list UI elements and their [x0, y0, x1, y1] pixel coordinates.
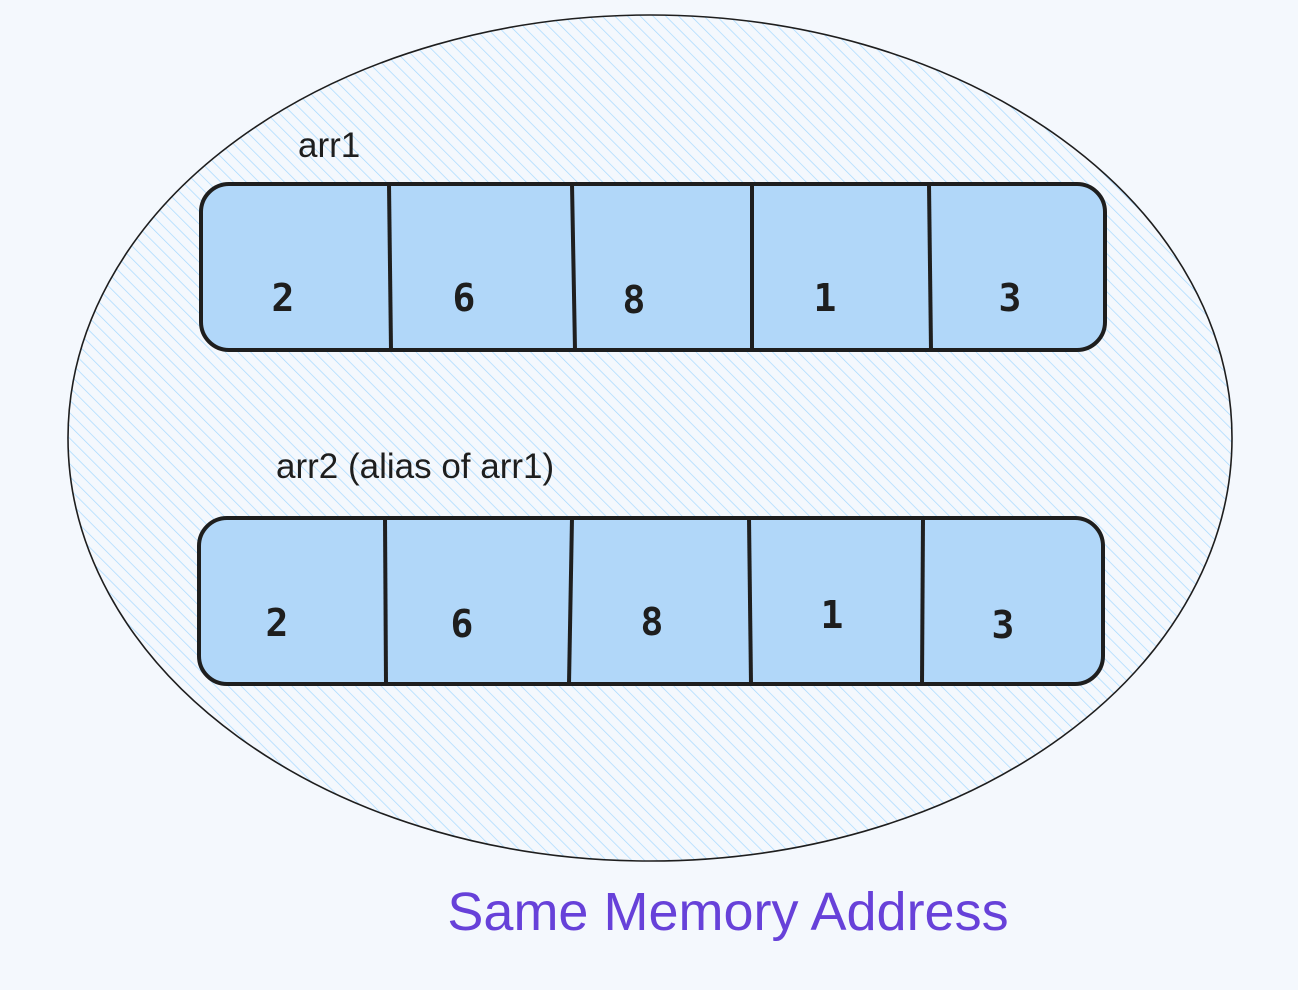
arr1-label: arr1: [298, 126, 360, 165]
arr1-cell-1-value: 6: [453, 276, 476, 320]
cell-divider: [920, 517, 925, 685]
memory-region-ellipse: [67, 14, 1233, 862]
array-frame: [197, 516, 1105, 686]
arr2-cell-2-value: 8: [641, 600, 664, 644]
array-frame: [199, 182, 1107, 352]
arr2-cell-4-value: 3: [992, 603, 1015, 647]
memory-address-caption: Same Memory Address: [447, 882, 1008, 942]
arr2-cell-1-value: 6: [451, 602, 474, 646]
arr2-label: arr2 (alias of arr1): [276, 447, 554, 486]
cell-divider: [567, 517, 574, 685]
cell-divider: [927, 183, 933, 351]
arr1-cell-3-value: 1: [814, 276, 837, 320]
arr1-array: 2 6 8 1 3: [199, 182, 1107, 352]
cell-divider: [570, 183, 577, 351]
arr1-cell-4-value: 3: [999, 276, 1022, 320]
arr2-array: 2 6 8 1 3: [197, 516, 1105, 686]
cell-divider: [383, 517, 388, 685]
arr2-cell-3-value: 1: [821, 593, 844, 637]
cell-divider: [747, 517, 753, 685]
arr1-cell-2-value: 8: [623, 278, 646, 322]
cell-divider: [387, 183, 393, 351]
arr1-cell-0-value: 2: [272, 276, 295, 320]
arr2-cell-0-value: 2: [266, 601, 289, 645]
